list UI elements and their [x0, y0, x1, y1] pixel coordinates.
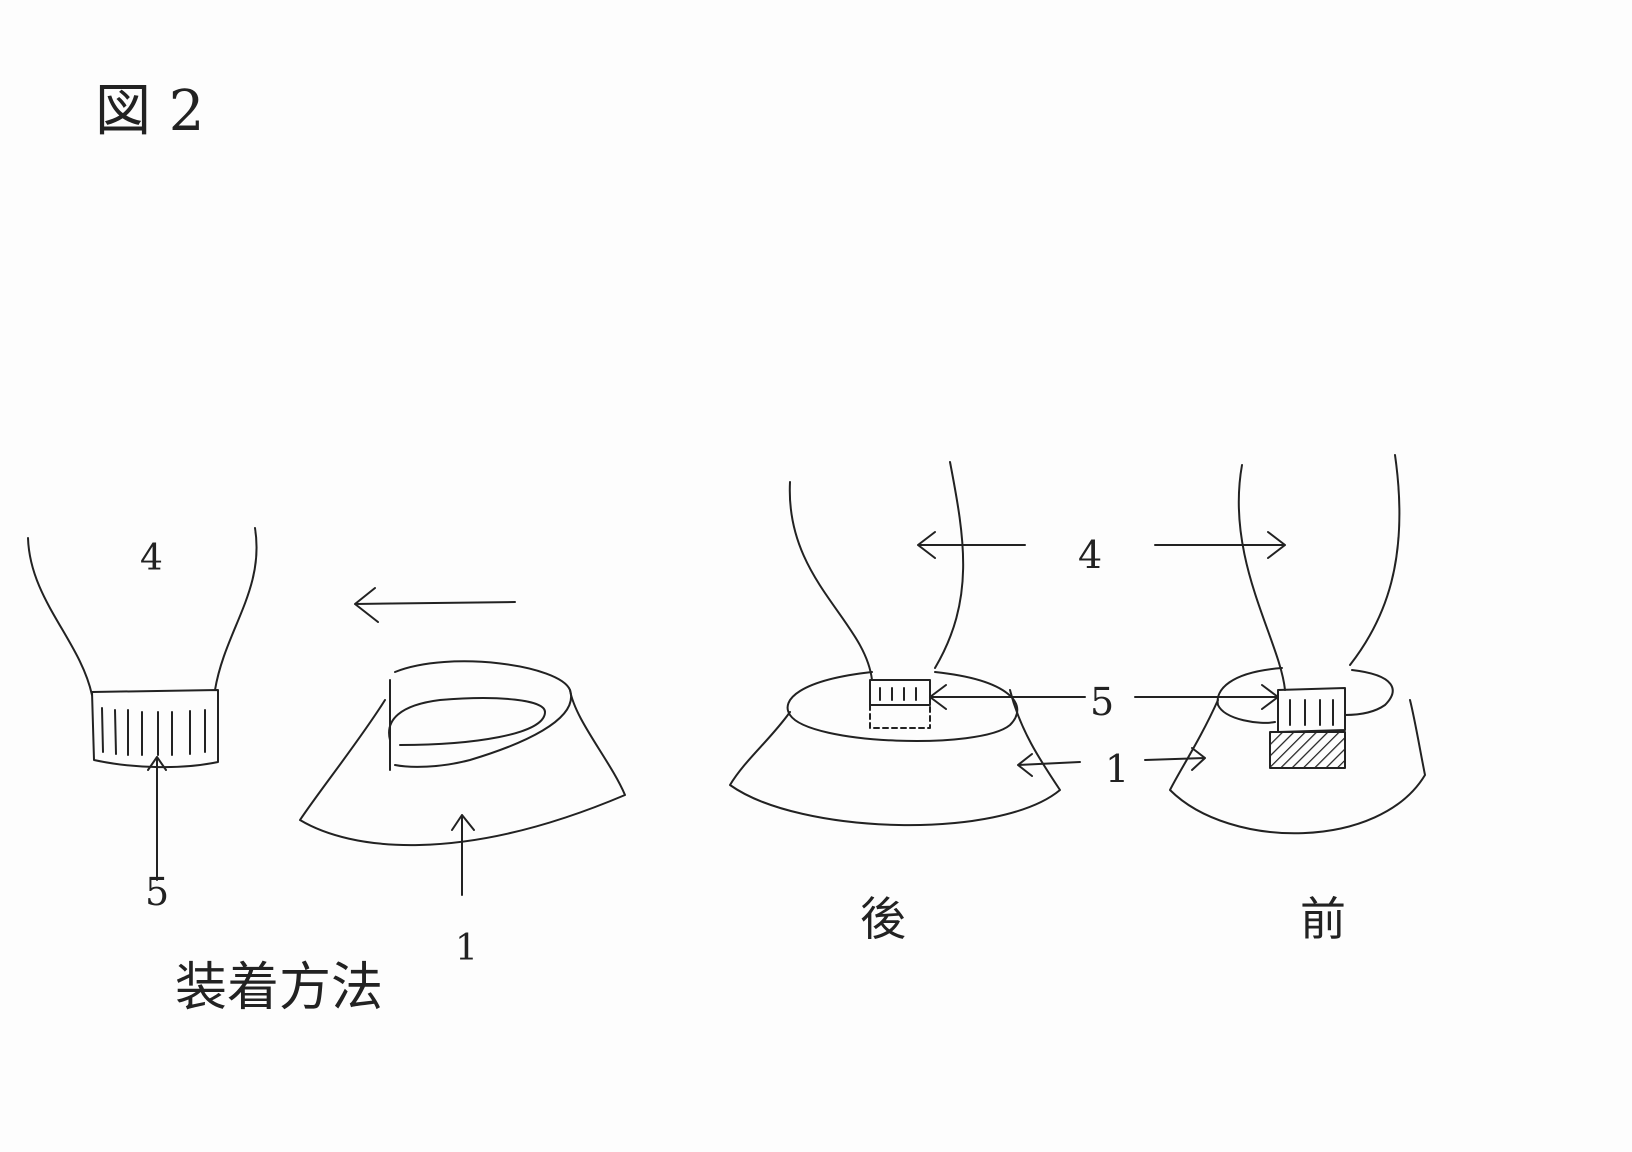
- rear-view: [729, 461, 1286, 826]
- direction-arrow: [354, 587, 516, 623]
- label-leg-shared: 4: [1078, 533, 1102, 577]
- caption-method: 装着方法: [175, 958, 383, 1018]
- leg-with-band: [27, 527, 258, 881]
- front-view: [1169, 454, 1426, 835]
- label-band-shared: 5: [1090, 680, 1114, 724]
- caption-rear: 後: [860, 892, 906, 946]
- label-leg: 4: [140, 538, 163, 579]
- label-band: 5: [145, 870, 169, 914]
- arrow-to-cover: [451, 814, 475, 896]
- cover-device: [299, 660, 626, 896]
- arrow-to-band: [147, 756, 167, 881]
- label-cover: 1: [455, 928, 478, 969]
- label-cover-shared: 1: [1105, 747, 1129, 791]
- figure-title: 図 2: [95, 79, 204, 144]
- caption-front: 前: [1300, 892, 1346, 946]
